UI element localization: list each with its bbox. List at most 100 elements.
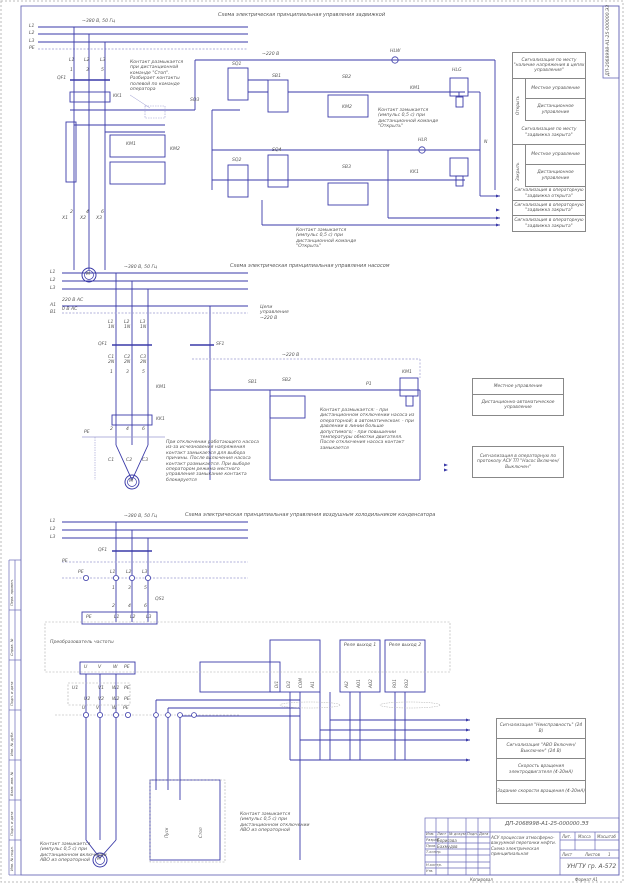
cable-w1: W1 [112, 686, 120, 691]
note2-center: Контакт размыкается: - при дистанционном… [320, 408, 415, 451]
bus2-l2: L2 [50, 278, 56, 283]
switch-sq1: SQ1 [232, 62, 242, 67]
legend1-row: Местное управление [525, 145, 585, 165]
phase2-in-1: L1 1N [108, 320, 115, 331]
io-terminal-label: RO1 [392, 679, 397, 688]
signal-arrow [444, 463, 448, 467]
legend2-signal: Сигнализация в операторную по протоколу … [477, 454, 559, 470]
rotated-doc-code: ДП-2068998-А1-25-000000.ЭЗ [606, 4, 611, 76]
terminal2-5: 5 [142, 370, 145, 375]
switch2-sb2: SB2 [282, 378, 291, 383]
phase-l3: L3 [100, 58, 106, 63]
cable-u1: U1 [72, 686, 79, 691]
phase2-out-3: C3 2N [140, 355, 147, 366]
bus-label-l1: L1 [29, 24, 35, 29]
switch-sb1: SB1 [272, 74, 281, 79]
coil2-km1: KM1 [402, 370, 412, 375]
vfd-out-pe: PE [124, 665, 130, 670]
motor2-c1: C1 [108, 458, 115, 463]
bus-label-l2: L2 [29, 31, 35, 36]
legend3-row: Сигнализация "Неисправность" (24 В) [497, 719, 585, 739]
pe3-bus: PE [62, 559, 68, 564]
note-open: Контакт замыкается (импульс 0,5 с) при д… [378, 108, 439, 130]
terminal3-2: 2 [112, 604, 115, 609]
contactor2-km1: KM1 [156, 385, 166, 390]
terminal2-4: 4 [126, 427, 129, 432]
motor-terminal-x3: X3 [96, 216, 103, 221]
side-stamp-cell: Справ. № [10, 638, 14, 656]
vfd-in-l3: L3 [146, 615, 152, 620]
button-stop: Стоп [198, 827, 203, 838]
note2-left: При отключении работающего насоса из-за … [166, 440, 259, 483]
title-block-code: ДП-2068998-А1-25-000000.ЭЗ [505, 821, 589, 827]
switch3-qs1: QS1 [155, 597, 165, 602]
bus2-l1: L1 [50, 270, 56, 275]
col-scale: Масштаб [597, 834, 617, 839]
button-start: Пуск [164, 827, 169, 838]
legend1-group-close: Закрыть [515, 162, 520, 181]
signal-arrows [444, 194, 500, 762]
io-terminal-label: DI1 [274, 680, 279, 688]
signal-arrow [444, 468, 448, 472]
legend3-row: Задание скорости вращения (4-20мА) [497, 789, 585, 795]
cable-u2: U2 [84, 697, 91, 702]
vfd-in-l1: L1 [114, 615, 120, 620]
sheets-value: 1 [608, 852, 611, 857]
motor-m-1: M [86, 272, 90, 277]
signal-arrow [466, 758, 470, 762]
terminal-3: 3 [86, 68, 89, 73]
title-block-role: Н.контр. [426, 863, 443, 867]
legend2-signal-box: Сигнализация в операторную по протоколу … [472, 446, 564, 478]
legend2-row: Местное управление [473, 379, 563, 395]
motor-m-2: M [129, 479, 133, 484]
terminal3-6: 6 [144, 604, 147, 609]
signal-arrow [496, 223, 500, 227]
breaker-qf1: QF1 [57, 76, 67, 81]
designer-name: Борисова [437, 838, 457, 843]
signal-arrow [496, 216, 500, 220]
lamp-hlg: HLG [452, 68, 462, 73]
switch-sq4: SQ4 [272, 148, 282, 153]
section2-control-voltage: ~220 В [282, 353, 300, 358]
phase-l2: L2 [84, 58, 90, 63]
bus2-b1: B1 [50, 310, 57, 315]
bus3-l3: L3 [50, 535, 56, 540]
title-block-header: Лист [437, 832, 447, 836]
signal-arrow [466, 738, 470, 742]
checker-name: Бахмудов [437, 844, 458, 849]
terminal3-3: 3 [128, 586, 131, 591]
terminal2-6: 6 [142, 427, 145, 432]
switch-sb2: SB2 [342, 75, 351, 80]
switch2-sb1: SB1 [248, 380, 257, 385]
title-block-role: Пров. [426, 844, 437, 848]
col-lit: Лит. [562, 834, 572, 839]
legend1-table: Сигнализация по месту "наличие напряжени… [512, 52, 586, 232]
section3-supply: ~380 В, 50 Гц [124, 514, 158, 519]
terminal3-1: 1 [112, 586, 115, 591]
terminal-4: 4 [86, 210, 89, 215]
bus3-l1: L1 [50, 519, 56, 524]
legend1-row: Дистанционное управление [525, 99, 585, 121]
legend3-row: Сигнализация "АВО Включен/Выключен" (24 … [497, 739, 585, 759]
legend1-row: Сигнализация по месту "наличие напряжени… [513, 53, 585, 79]
bus3-l2: L2 [50, 527, 56, 532]
vfd-in-pe: PE [86, 615, 92, 620]
relay-km1: KM1 [410, 86, 420, 91]
legend1-row: Сигнализация в операторную "задвижка отк… [513, 187, 585, 201]
copied-label: Копировал [470, 877, 493, 882]
io-terminal-label: AO1 [356, 679, 361, 688]
io-terminal-label: DI2 [286, 680, 291, 688]
motor2-c2: C2 [126, 458, 133, 463]
breaker2-qf1: QF1 [98, 342, 108, 347]
breaker3-qf1: QF1 [98, 548, 108, 553]
note-close: Контакт замыкается (импульс 0,5 с) при д… [296, 228, 357, 250]
bus2-note-220: 220 В АС [62, 298, 84, 303]
section2-supply: ~380 В, 50 Гц [124, 265, 158, 270]
col-mass: Масса [578, 834, 591, 839]
bus2-a1: A1 [50, 303, 57, 308]
breaker2-sf1: SF1 [216, 342, 225, 347]
title-block-header: Изм. [426, 832, 435, 836]
side-stamp-cell: Подп. и дата [10, 811, 14, 836]
vfd-in-l2: L2 [130, 615, 136, 620]
